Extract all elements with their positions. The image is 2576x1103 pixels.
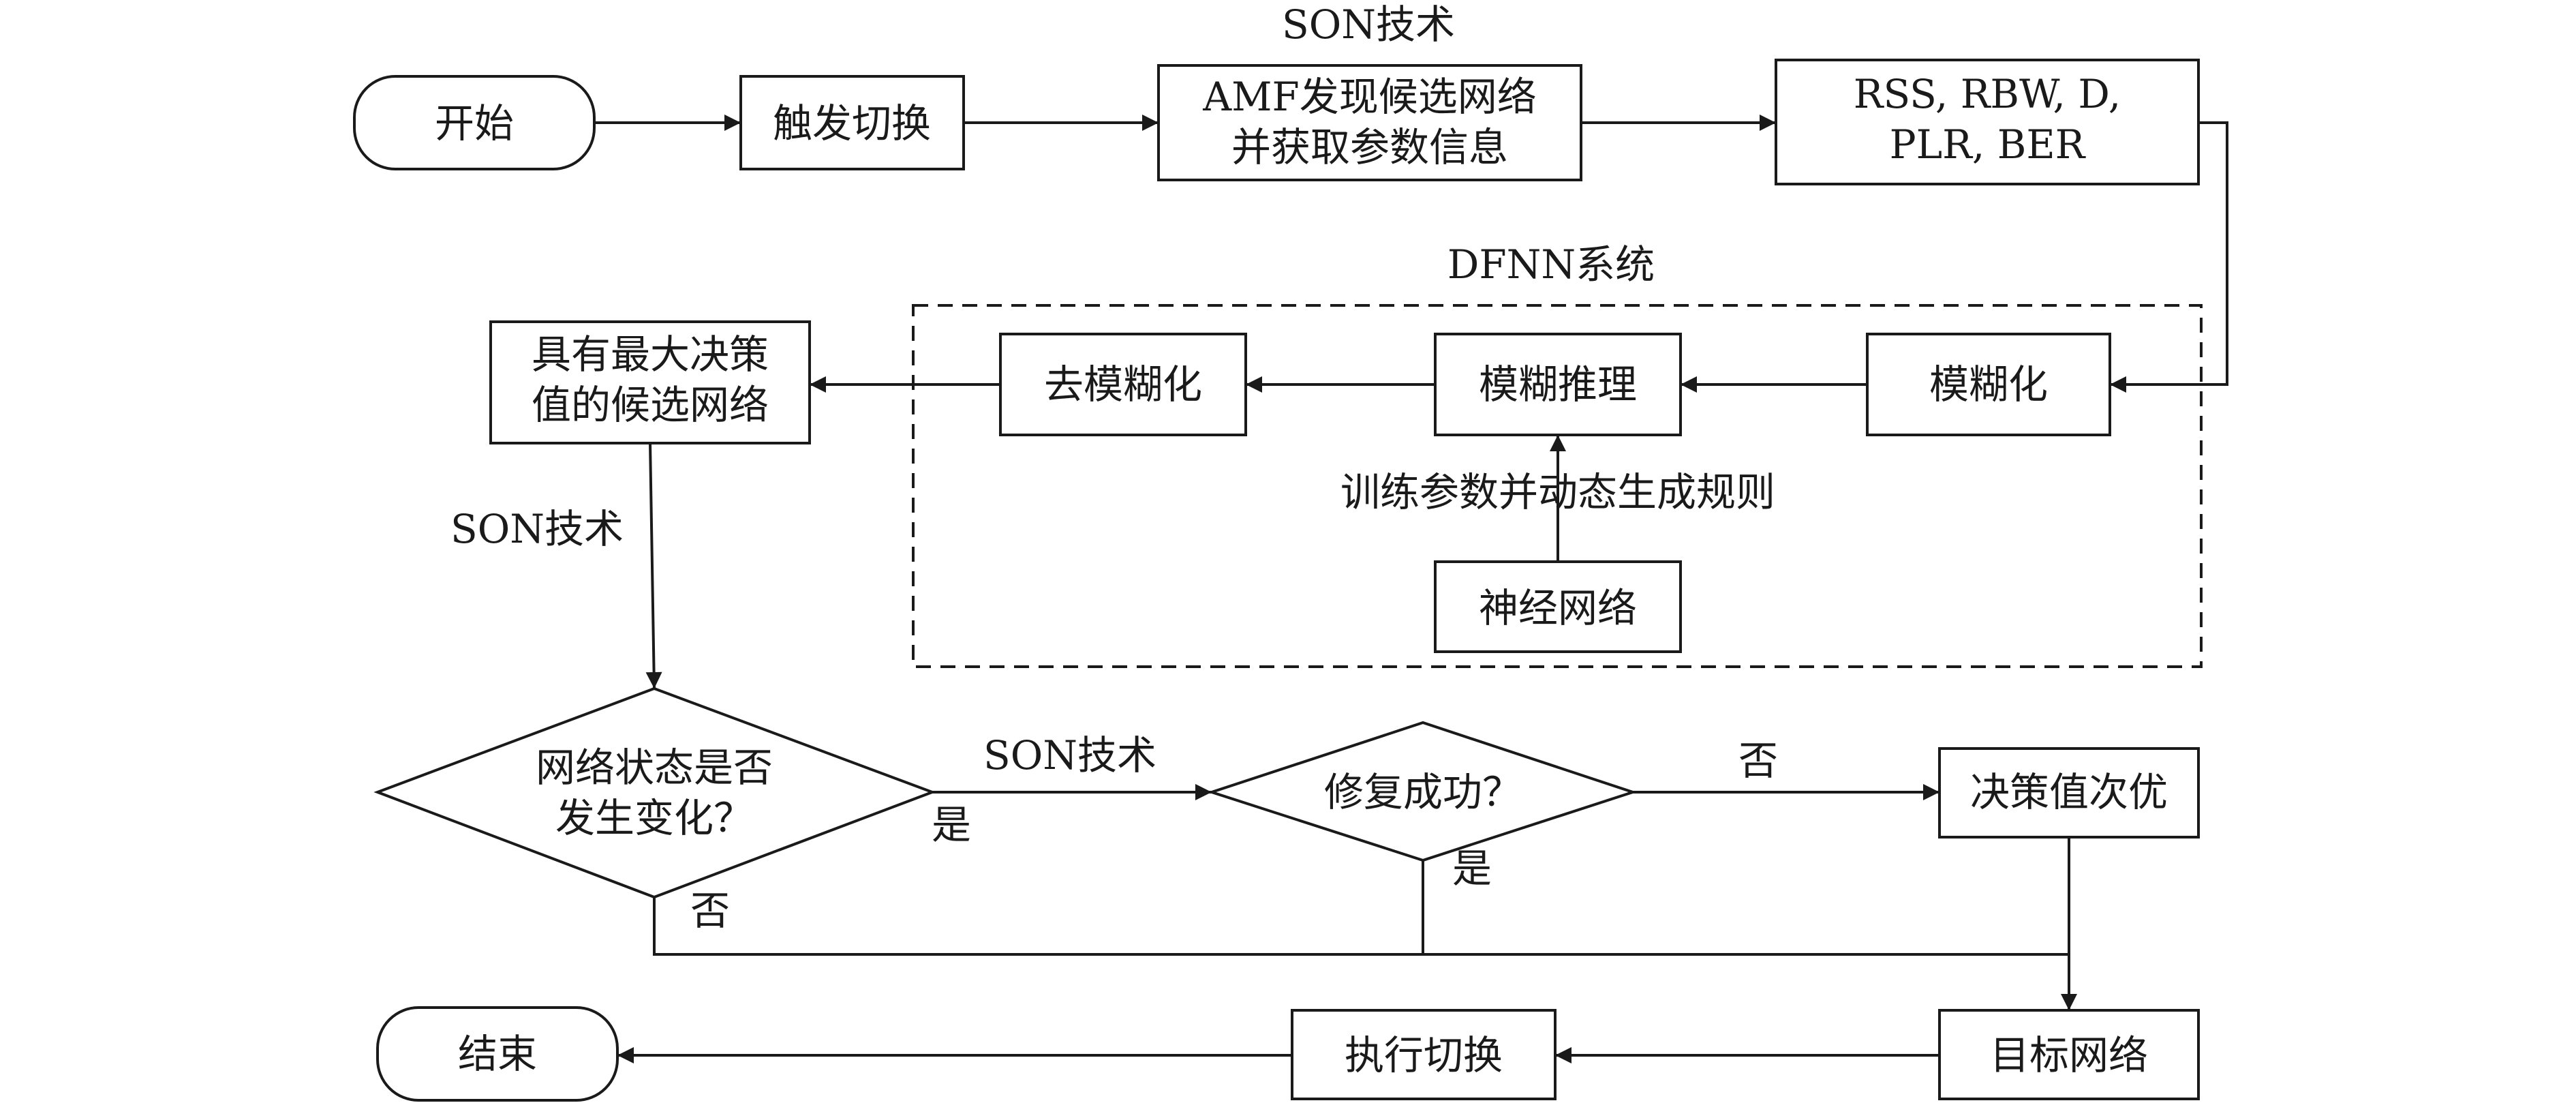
train-rules-label: 训练参数并动态生成规则 xyxy=(1340,469,1775,515)
parameters-label-line2: PLR, BER xyxy=(1890,121,2087,168)
defuzzification-label: 去模糊化 xyxy=(1044,361,1202,408)
yes-state-label: 是 xyxy=(932,802,971,848)
parameters-box xyxy=(1775,59,2200,185)
edge-best-state xyxy=(645,442,662,689)
target-network-label: 目标网络 xyxy=(1990,1032,2148,1078)
neural-network-label: 神经网络 xyxy=(1479,585,1637,631)
fuzzification-label: 模糊化 xyxy=(1929,361,2048,408)
no-repair-label: 否 xyxy=(1738,738,1778,784)
end-label: 结束 xyxy=(458,1031,537,1077)
execute-handover-box xyxy=(1291,1009,1557,1100)
dfnn-container xyxy=(912,304,2203,668)
suboptimal-decision-label: 决策值次优 xyxy=(1970,769,2168,815)
best-candidate-label-line1: 具有最大决策 xyxy=(532,331,769,378)
target-network-box xyxy=(1938,1009,2200,1100)
yes-repair-label: 是 xyxy=(1452,845,1492,892)
trigger-handover-label: 触发切换 xyxy=(773,100,931,147)
start-label: 开始 xyxy=(435,100,514,147)
amf-discovery-box xyxy=(1157,64,1582,181)
edge-state-no-bus xyxy=(653,897,2069,956)
son-left-label: SON技术 xyxy=(450,506,624,552)
state-changed-decision xyxy=(373,686,936,899)
state-changed-label-line1: 网络状态是否 xyxy=(536,744,773,791)
amf-discovery-label-line1: AMF发现候选网络 xyxy=(1202,74,1537,120)
dfnn-system-label: DFNN系统 xyxy=(1447,241,1655,288)
neural-network-box xyxy=(1434,560,1682,653)
repair-success-label: 修复成功？ xyxy=(1324,769,1522,815)
son-mid-label: SON技术 xyxy=(983,732,1156,779)
edge-params-fuzzify xyxy=(2110,121,2228,393)
son-top-label: SON技术 xyxy=(1282,1,1455,48)
execute-handover-label: 执行切换 xyxy=(1345,1032,1503,1078)
fuzzy-inference-label: 模糊推理 xyxy=(1479,361,1637,408)
parameters-label-line1: RSS, RBW, D, xyxy=(1854,71,2121,117)
no-state-label: 否 xyxy=(690,888,730,934)
amf-discovery-label-line2: 并获取参数信息 xyxy=(1231,124,1508,170)
best-candidate-label-line2: 值的候选网络 xyxy=(532,382,769,428)
state-changed-label-line2: 发生变化？ xyxy=(555,795,753,841)
trigger-handover-box xyxy=(739,75,965,170)
